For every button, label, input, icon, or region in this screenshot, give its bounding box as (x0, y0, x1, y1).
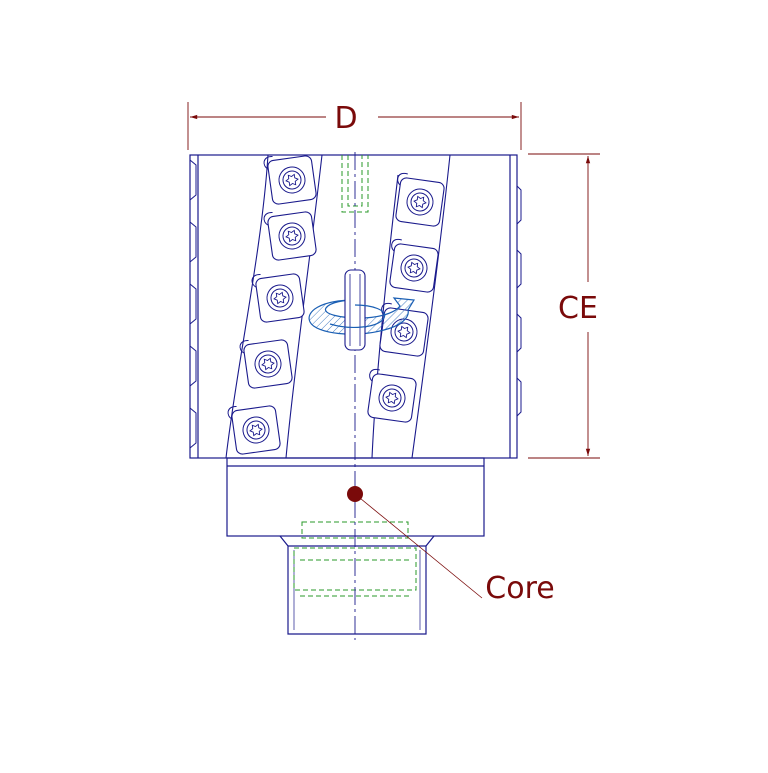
dimension-diameter (187, 102, 522, 150)
torx-screw-icon (413, 195, 427, 209)
cutting-insert (251, 273, 305, 323)
cutting-insert (389, 238, 439, 293)
cutting-insert (227, 405, 281, 455)
core-label: Core (485, 571, 554, 606)
torx-screw-icon (385, 391, 399, 405)
cutting-inserts (227, 155, 445, 455)
shank (279, 535, 435, 635)
core-point-marker (347, 486, 363, 502)
cutting-insert (263, 155, 317, 205)
core-callout (347, 486, 483, 599)
cutting-insert (395, 172, 445, 227)
dimension-label-diameter: D (334, 101, 357, 136)
torx-screw-icon (285, 173, 299, 187)
rotation-arrow-icon (308, 269, 416, 351)
cutting-insert (367, 368, 417, 423)
torx-screw-icon (397, 325, 411, 339)
right-edge-notches (516, 185, 522, 417)
cutting-insert (263, 211, 317, 261)
torx-screw-icon (285, 229, 299, 243)
torx-screw-icon (407, 261, 421, 275)
torx-screw-icon (249, 423, 263, 437)
dimension-label-cutting-edge: CE (558, 291, 598, 326)
left-edge-notches (189, 159, 197, 449)
hub-collar (226, 457, 485, 537)
dimension-cutting-edge (528, 153, 600, 459)
torx-screw-icon (273, 291, 287, 305)
cutting-insert (239, 339, 293, 389)
hub-collar-outline (226, 457, 485, 537)
torx-screw-icon (261, 357, 275, 371)
